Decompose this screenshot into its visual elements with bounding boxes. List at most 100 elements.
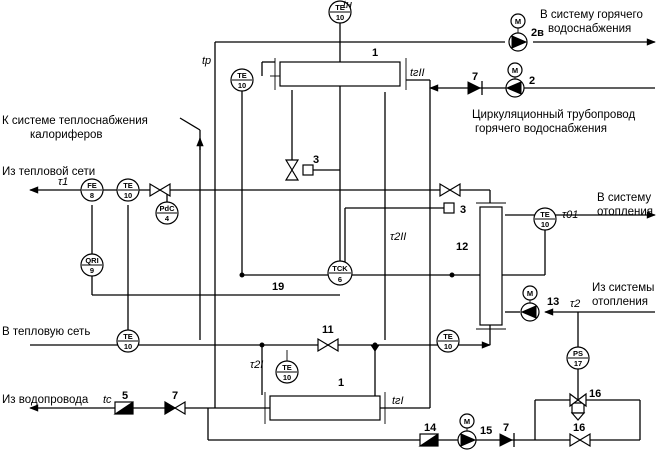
valve-16a: 16 — [569, 388, 601, 421]
te-return-circle: TE 10 — [116, 329, 140, 353]
reg-3b-number: 3 — [460, 204, 466, 216]
symbol-t-h1: tгI — [392, 395, 404, 407]
valve-reg3b: 3 — [439, 182, 466, 216]
symbol-tau2: τ2 — [570, 298, 580, 310]
valve-7-lower-number: 7 — [503, 422, 509, 434]
label-heating-out-2: отопления — [597, 206, 653, 218]
te-top-circle: TE 10 — [328, 0, 352, 24]
tck-num: 6 — [338, 275, 342, 284]
ps-code: PS — [573, 349, 583, 358]
te-mid-circle: TE 10 — [436, 329, 460, 353]
symbol-t-c: tс — [103, 394, 112, 406]
hx1-top-body — [279, 61, 401, 87]
valve-11-number: 11 — [322, 324, 334, 336]
label-to-heat-network: В тепловую сеть — [2, 326, 90, 338]
symbol-tau1: τ1 — [58, 176, 68, 188]
te-supply-circle: TE 10 — [116, 178, 140, 202]
valve-16a-number: 16 — [589, 388, 601, 400]
symbols: tн tр tгII τ1 τ2II τ01 τ2 τ2I tгI tс — [58, 0, 580, 407]
pump-13-motor: M — [527, 289, 533, 298]
heat-exchanger-top: 1 — [270, 47, 407, 90]
hx1-bottom-body — [269, 395, 381, 421]
te-return-code: TE — [123, 332, 133, 341]
label-from-water-main: Из водопровода — [2, 394, 89, 406]
valve-16b-number: 16 — [573, 422, 585, 434]
symbol-tau01: τ01 — [562, 209, 578, 221]
te-hx1-num: 10 — [238, 81, 246, 90]
te-heating-code: TE — [540, 210, 550, 219]
hx12-body — [479, 206, 503, 326]
symbol-t-r: tр — [202, 55, 211, 67]
reg-3a-number: 3 — [313, 154, 319, 166]
fe-num: 8 — [90, 191, 94, 200]
te-supply-num: 10 — [124, 191, 132, 200]
te-return-num: 10 — [124, 342, 132, 351]
ps-num: 17 — [574, 359, 582, 368]
pump-2-motor: M — [512, 66, 518, 75]
valve-11: 11 — [317, 324, 339, 353]
pump-13-number: 13 — [547, 296, 559, 308]
te-hx1-circle: TE 10 — [230, 68, 254, 92]
symbol-t-h: tн — [343, 0, 352, 11]
valve-supply — [149, 182, 171, 198]
pump-15-motor: M — [464, 417, 470, 426]
symbol-tau2-1: τ2I — [250, 359, 263, 371]
pump-2b-number: 2в — [531, 27, 544, 39]
hx1-top-number: 1 — [372, 47, 378, 59]
line-19-number: 19 — [272, 281, 284, 293]
fe-code: FE — [87, 181, 97, 190]
heat-exchanger-bottom: 1 — [264, 377, 386, 424]
label-heaters-1: К системе теплоснабжения — [2, 115, 148, 127]
symbol-t-h2: tгII — [410, 67, 425, 79]
filter-14-number: 14 — [424, 422, 437, 434]
label-heating-in-2: отопления — [592, 296, 648, 308]
valves: 7 3 3 11 5 7 — [113, 71, 601, 448]
check-valve-7-top: 7 — [467, 71, 483, 95]
pump-15-number: 15 — [480, 425, 492, 437]
label-heating-in-1: Из системы — [592, 282, 654, 294]
label-recirc-1: Циркуляционный трубопровод — [472, 109, 635, 121]
pdc-code: PdC — [160, 204, 176, 213]
te-supply-code: TE — [123, 181, 133, 190]
te-top-code: TE — [335, 3, 345, 12]
te-heating-circle: TE 10 — [533, 207, 557, 231]
pump-13: M 13 — [520, 285, 559, 322]
ps-circle: PS 17 — [566, 346, 590, 370]
label-heaters-2: калориферов — [30, 129, 103, 141]
pumps: M 2в M 2 M 13 M 15 — [457, 13, 559, 450]
hx12-number: 12 — [456, 241, 468, 253]
pump-2b-motor: M — [515, 17, 521, 26]
qri-code: QRI — [85, 256, 98, 265]
label-recirc-2: горячего водоснабжения — [475, 123, 607, 135]
valve-7-bottom: 7 — [164, 390, 186, 416]
pdc-num: 4 — [165, 214, 170, 223]
te-mid-num: 10 — [444, 342, 452, 351]
fe-circle: FE 8 — [80, 178, 104, 202]
valve-reg3a: 3 — [284, 154, 319, 181]
label-hot-water-out-2: водоснабжения — [548, 23, 631, 35]
symbol-tau2-2: τ2II — [390, 231, 406, 243]
filter-5: 5 — [113, 390, 134, 415]
pump-15: M 15 — [457, 413, 492, 450]
tck-code: TCK — [332, 264, 348, 273]
junctions — [239, 272, 455, 352]
pipe-heaters-lead — [179, 117, 201, 131]
te-low-circle: TE 10 — [275, 350, 299, 384]
label-from-heat-network: Из тепловой сети — [2, 166, 95, 178]
tck-circle: TCK 6 — [327, 260, 353, 286]
pump-2-number: 2 — [529, 75, 535, 87]
filter-5-number: 5 — [122, 390, 128, 402]
te-mid-code: TE — [443, 332, 453, 341]
hx1-bottom-number: 1 — [338, 377, 344, 389]
filter-14: 14 — [418, 422, 439, 447]
instruments: TE 10 TE 10 FE 8 TE 10 PdC 4 — [80, 0, 590, 384]
te-low-code: TE — [282, 363, 292, 372]
pump-2b: M 2в — [508, 13, 544, 52]
valve-7-bottom-number: 7 — [172, 390, 178, 402]
pump-2: M 2 — [505, 62, 535, 98]
qri-num: 9 — [90, 266, 94, 275]
label-hot-water-out-1: В систему горячего — [540, 9, 643, 21]
check-valve-7-lower: 7 — [499, 422, 515, 447]
te-top-num: 10 — [336, 13, 344, 22]
